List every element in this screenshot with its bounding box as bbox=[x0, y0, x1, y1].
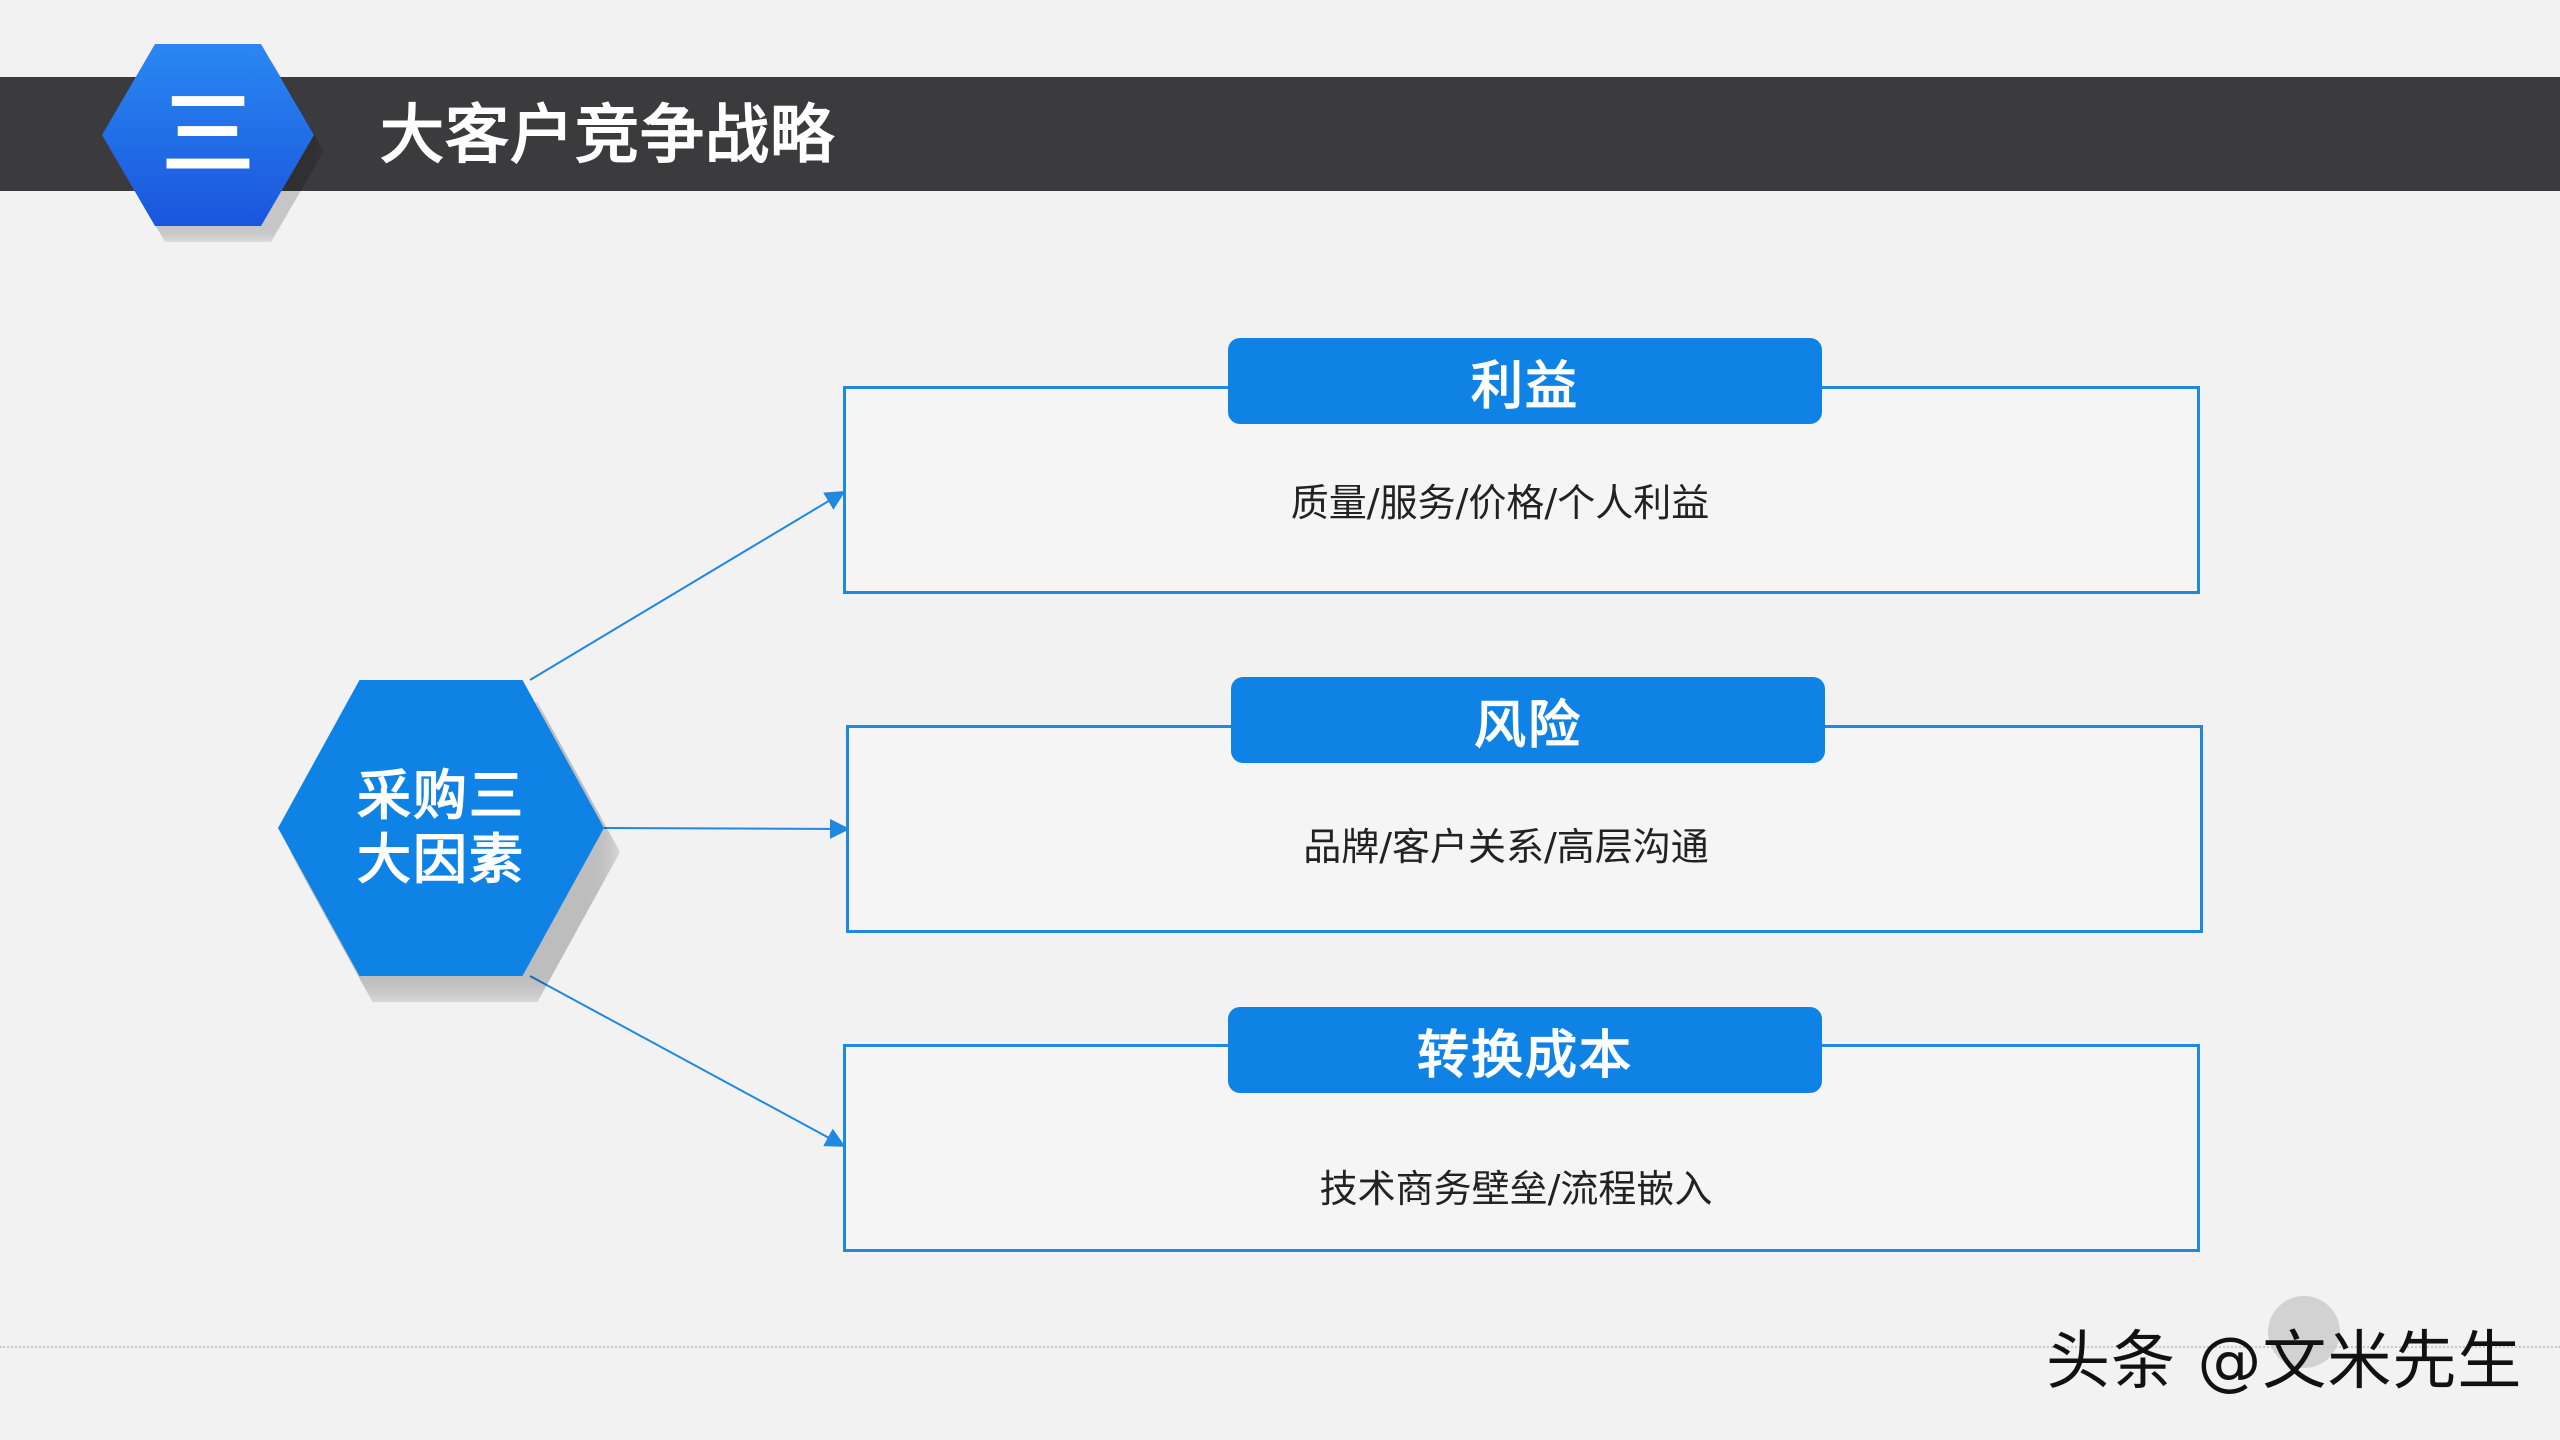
arrow-to-benefit bbox=[529, 490, 846, 681]
arrow-to-risk bbox=[603, 818, 850, 839]
center-label-line1: 采购三 bbox=[357, 764, 525, 827]
factor-tag-benefit: 利益 bbox=[1228, 338, 1822, 424]
factor-tag-risk: 风险 bbox=[1231, 677, 1825, 763]
footer-divider bbox=[0, 1346, 2560, 1348]
factor-desc-risk: 品牌/客户关系/高层沟通 bbox=[1303, 825, 1709, 869]
factor-tag-switching-cost: 转换成本 bbox=[1228, 1007, 1822, 1093]
header-bar bbox=[0, 77, 2560, 191]
center-label-line2: 大因素 bbox=[357, 828, 525, 891]
section-number: 三 bbox=[161, 81, 254, 188]
factor-desc-benefit: 质量/服务/价格/个人利益 bbox=[1290, 481, 1710, 525]
arrow-to-switching-cost bbox=[529, 975, 846, 1147]
watermark-text: 头条 @文米先生 bbox=[2046, 1325, 2523, 1399]
factor-desc-switching-cost: 技术商务壁垒/流程嵌入 bbox=[1319, 1167, 1713, 1211]
watermark-logo bbox=[2268, 1296, 2340, 1368]
page-title: 大客户竞争战略 bbox=[380, 99, 835, 173]
